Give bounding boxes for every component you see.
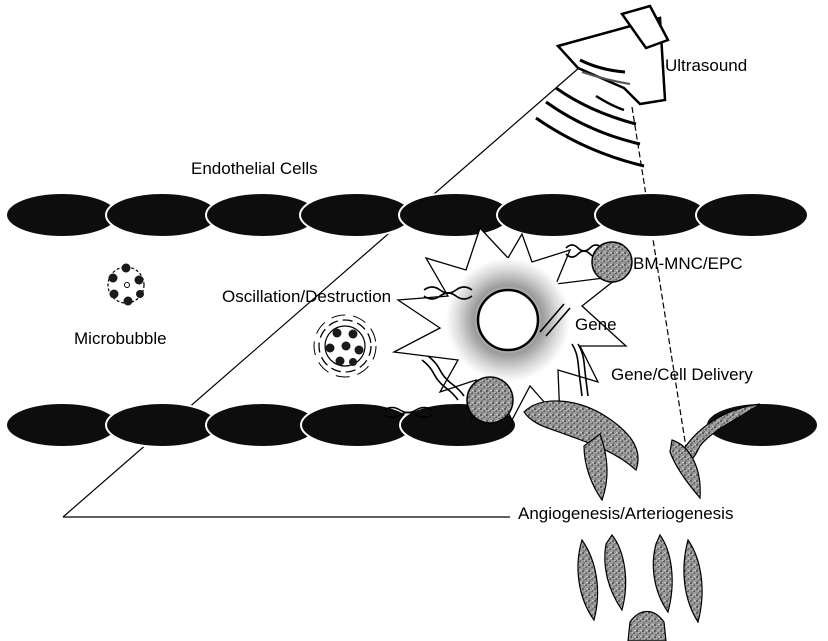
oscillating-microbubble-icon [314, 315, 376, 377]
ultrasound-label: Ultrasound [665, 57, 747, 74]
angiogenesis-label: Angiogenesis/Arteriogenesis [518, 505, 733, 522]
microbubble-icon [108, 264, 144, 306]
delivered-cell [467, 377, 513, 423]
ultrasound-waves [536, 88, 644, 166]
ultrasound-transducer-icon [558, 6, 668, 110]
endothelial-cell-row-top [6, 193, 808, 237]
gene-label: Gene [575, 316, 617, 333]
gene-cell-delivery-label: Gene/Cell Delivery [611, 366, 753, 383]
bm-mnc-epc-cell [592, 242, 632, 282]
microbubble-label: Microbubble [74, 330, 167, 347]
oscillation-destruction-label: Oscillation/Destruction [222, 288, 391, 305]
bm-mnc-epc-label: BM-MNC/EPC [633, 255, 743, 272]
endothelial-cells-label: Endothelial Cells [191, 160, 318, 177]
